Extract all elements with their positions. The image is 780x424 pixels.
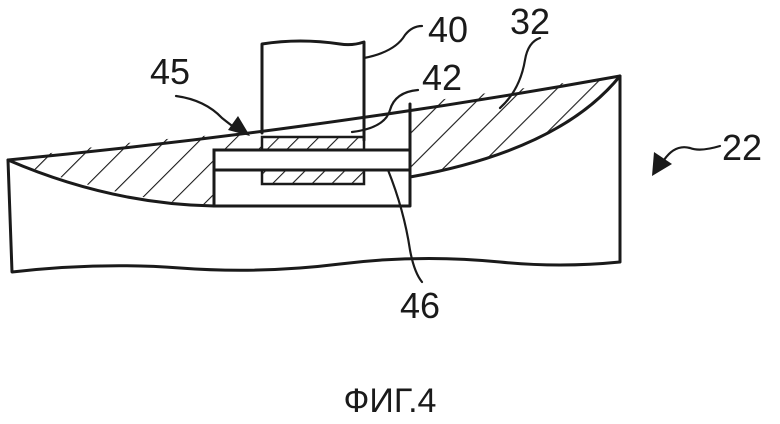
element-42-layer-upper [262, 137, 364, 150]
arrowhead-45 [228, 116, 250, 136]
leader-40 [364, 26, 422, 58]
label-22: 22 [722, 127, 762, 168]
label-42: 42 [422, 57, 462, 98]
leader-45 [176, 96, 238, 130]
element-45-plate [214, 150, 410, 170]
label-45: 45 [150, 51, 190, 92]
leader-22 [664, 146, 720, 160]
leader-46 [388, 170, 422, 282]
label-46: 46 [400, 285, 440, 326]
arrowhead-22 [652, 152, 672, 176]
figure-caption: ФИГ.4 [344, 382, 437, 420]
label-32: 32 [510, 1, 550, 42]
label-40: 40 [428, 9, 468, 50]
element-42-layer-lower [262, 170, 364, 184]
